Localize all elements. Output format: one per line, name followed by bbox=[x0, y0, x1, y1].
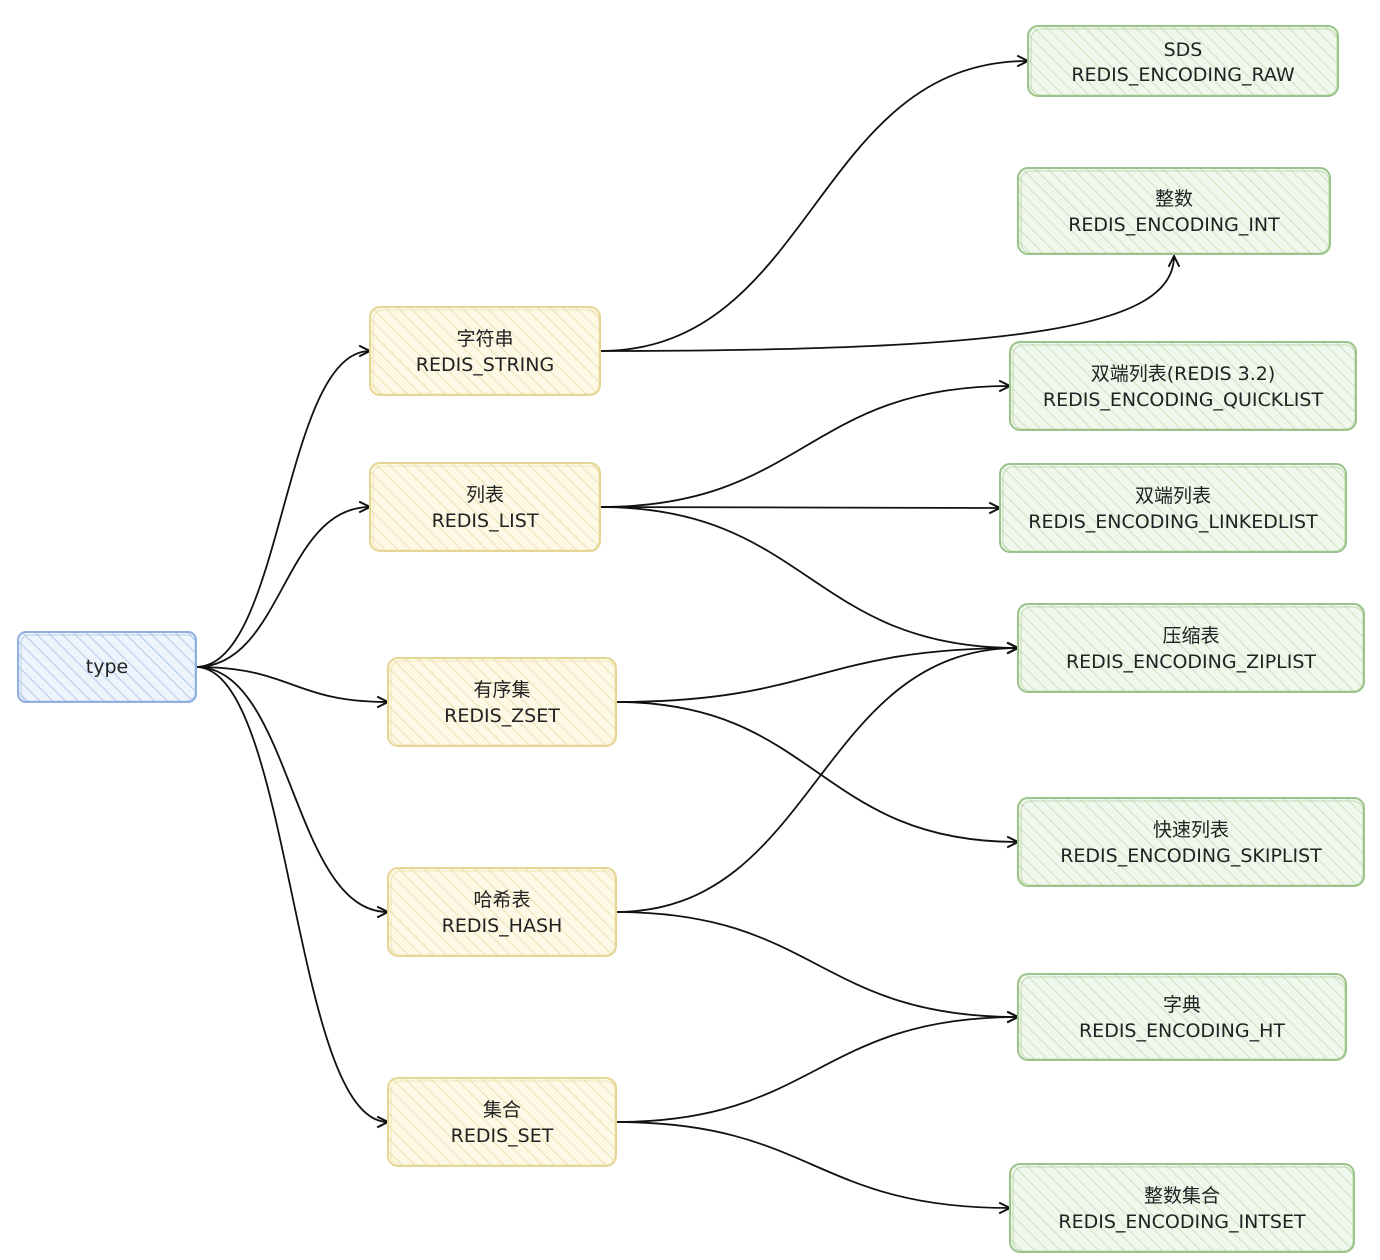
edge-arrow bbox=[599, 506, 1019, 655]
edge-arrow bbox=[615, 911, 1019, 1024]
edge-arrow bbox=[599, 501, 1001, 515]
datatype-name: REDIS_LIST bbox=[432, 510, 539, 532]
encoding-title: SDS bbox=[1164, 39, 1203, 61]
encoding-node-ziplist: 压缩表 REDIS_ENCODING_ZIPLIST bbox=[1017, 603, 1365, 693]
datatype-title: 集合 bbox=[483, 1099, 521, 1121]
encoding-title: 双端列表 bbox=[1135, 485, 1211, 507]
edge-arrow bbox=[615, 1121, 1011, 1215]
encoding-node-intset: 整数集合 REDIS_ENCODING_INTSET bbox=[1009, 1163, 1355, 1253]
datatype-name: REDIS_SET bbox=[451, 1125, 554, 1147]
edge-arrow bbox=[599, 379, 1011, 508]
edge-arrow bbox=[195, 500, 371, 668]
datatype-name: REDIS_ZSET bbox=[444, 705, 560, 727]
datatype-name: REDIS_HASH bbox=[442, 915, 563, 937]
datatype-title: 列表 bbox=[466, 484, 504, 506]
datatype-title: 有序集 bbox=[473, 679, 530, 701]
datatype-node-zset: 有序集 REDIS_ZSET bbox=[387, 657, 617, 747]
encoding-name: REDIS_ENCODING_SKIPLIST bbox=[1060, 845, 1322, 867]
edge-arrow bbox=[195, 666, 389, 1129]
encoding-node-skiplist: 快速列表 REDIS_ENCODING_SKIPLIST bbox=[1017, 797, 1365, 887]
datatype-node-set: 集合 REDIS_SET bbox=[387, 1077, 617, 1167]
encoding-node-int: 整数 REDIS_ENCODING_INT bbox=[1017, 167, 1331, 255]
edges-layer bbox=[195, 54, 1181, 1215]
encoding-node-linkedlist: 双端列表 REDIS_ENCODING_LINKEDLIST bbox=[999, 463, 1347, 553]
type-label: type bbox=[86, 656, 128, 678]
encoding-name: REDIS_ENCODING_INTSET bbox=[1058, 1211, 1306, 1233]
edge-arrow bbox=[615, 641, 1019, 913]
encoding-name: REDIS_ENCODING_LINKEDLIST bbox=[1028, 511, 1318, 533]
edge-arrow bbox=[599, 255, 1181, 352]
datatype-title: 哈希表 bbox=[473, 889, 530, 911]
datatype-title: 字符串 bbox=[456, 328, 513, 350]
encoding-node-ht: 字典 REDIS_ENCODING_HT bbox=[1017, 973, 1347, 1061]
datatype-node-string: 字符串 REDIS_STRING bbox=[369, 306, 601, 396]
edge-arrow bbox=[615, 1010, 1019, 1123]
encoding-name: REDIS_ENCODING_QUICKLIST bbox=[1043, 389, 1324, 411]
edge-arrow bbox=[195, 666, 389, 919]
type-node: type bbox=[17, 631, 197, 703]
edge-arrow bbox=[615, 641, 1019, 703]
datatype-node-hash: 哈希表 REDIS_HASH bbox=[387, 867, 617, 957]
encoding-title: 双端列表(REDIS 3.2) bbox=[1091, 363, 1276, 385]
encoding-title: 压缩表 bbox=[1162, 625, 1219, 647]
edge-arrow bbox=[615, 701, 1019, 849]
encoding-name: REDIS_ENCODING_RAW bbox=[1071, 64, 1295, 86]
edge-arrow bbox=[599, 54, 1029, 352]
encoding-name: REDIS_ENCODING_ZIPLIST bbox=[1066, 651, 1316, 673]
encoding-title: 整数 bbox=[1155, 188, 1193, 210]
encoding-node-quicklist: 双端列表(REDIS 3.2) REDIS_ENCODING_QUICKLIST bbox=[1009, 341, 1357, 431]
encoding-name: REDIS_ENCODING_HT bbox=[1079, 1020, 1285, 1042]
edge-arrow bbox=[195, 666, 389, 709]
encoding-title: 字典 bbox=[1163, 994, 1201, 1016]
encoding-title: 快速列表 bbox=[1153, 819, 1229, 841]
datatype-node-list: 列表 REDIS_LIST bbox=[369, 462, 601, 552]
encoding-node-raw: SDS REDIS_ENCODING_RAW bbox=[1027, 25, 1339, 97]
encoding-title: 整数集合 bbox=[1144, 1185, 1220, 1207]
datatype-name: REDIS_STRING bbox=[416, 354, 554, 376]
edge-arrow bbox=[195, 344, 371, 668]
encoding-name: REDIS_ENCODING_INT bbox=[1068, 214, 1280, 236]
